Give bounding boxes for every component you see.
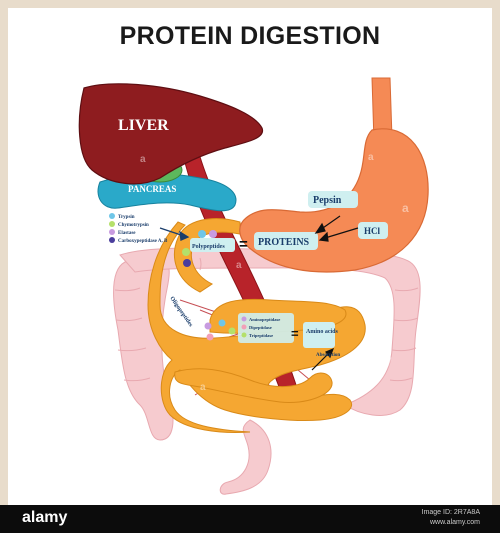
equals-sign-amino-acids: = bbox=[291, 326, 299, 341]
pancreatic-enzyme-legend: Trypsin Chymotrypsin Elastase Carboxypep… bbox=[109, 213, 168, 244]
svg-text:a: a bbox=[236, 260, 242, 271]
site-url: www.alamy.com bbox=[430, 519, 480, 526]
liver bbox=[79, 84, 262, 184]
enzyme-chymotrypsin: Chymotrypsin bbox=[118, 223, 149, 228]
enzyme-elastase: Elastase bbox=[118, 231, 136, 236]
svg-text:a: a bbox=[140, 154, 146, 165]
proteins-label: PROTEINS bbox=[258, 237, 310, 248]
alamy-logo: alamy bbox=[22, 509, 67, 527]
hcl-label: HCl bbox=[364, 226, 381, 236]
amino-acids-box bbox=[303, 322, 335, 348]
svg-text:alamy: alamy bbox=[352, 352, 392, 368]
liver-label: LIVER bbox=[118, 117, 169, 134]
absorption-label: Absorption bbox=[316, 353, 340, 358]
polypeptides-label: Polypeptides bbox=[192, 244, 225, 250]
enzyme-trypsin: Trypsin bbox=[118, 215, 135, 220]
enzyme-aminopeptidase: Aminopeptidase bbox=[249, 317, 280, 322]
footer-bar: alamy Image ID: 2R7A8A www.alamy.com bbox=[0, 505, 500, 533]
enzyme-tripeptidase: Tripeptidase bbox=[249, 333, 273, 338]
pancreas-label: PANCREAS bbox=[128, 184, 176, 194]
amino-acids-label: Amino acids bbox=[306, 329, 339, 335]
svg-text:a: a bbox=[200, 382, 206, 393]
svg-text:a: a bbox=[368, 152, 374, 163]
enzyme-dipeptidase: Dipeptidase bbox=[249, 325, 272, 330]
svg-text:a: a bbox=[402, 201, 409, 215]
digestive-diagram: = = LIVER PANCREAS Pepsin HCl PROTEINS P… bbox=[0, 0, 500, 505]
pepsin-label: Pepsin bbox=[313, 195, 342, 206]
equals-sign-proteins: = bbox=[239, 236, 248, 253]
image-id: Image ID: 2R7A8A bbox=[422, 509, 480, 516]
enzyme-carboxypeptidase: Carboxypeptidase A, B bbox=[118, 239, 168, 244]
